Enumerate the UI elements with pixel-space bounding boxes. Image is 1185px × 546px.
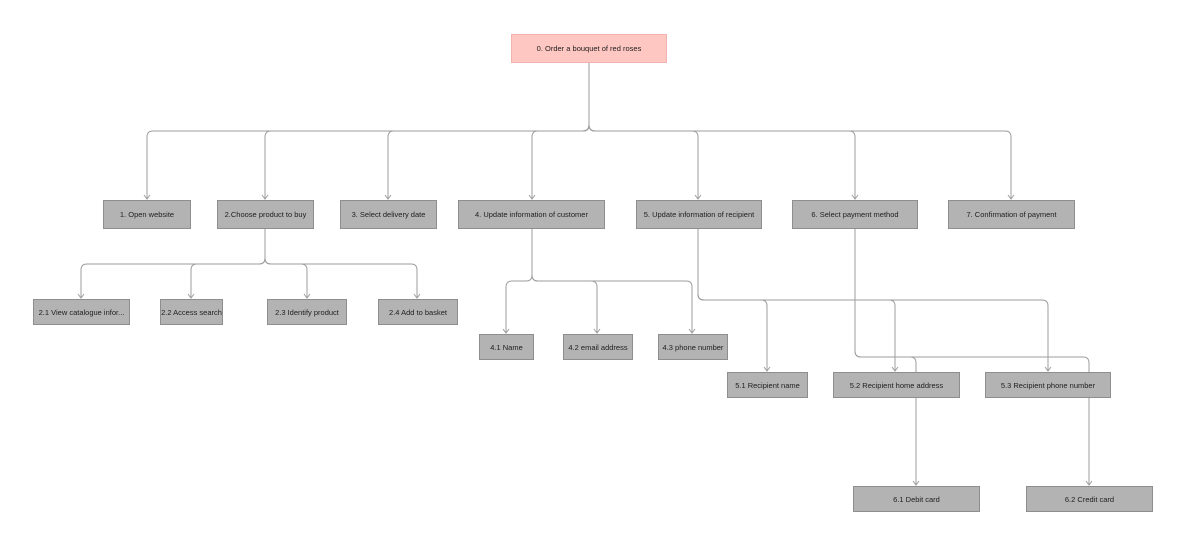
node-2-4-add-to-basket[interactable]: 2.4 Add to basket bbox=[378, 299, 458, 325]
connector-n5-n53-arrowhead bbox=[1044, 366, 1052, 372]
connector-n4-n41-arrowhead bbox=[502, 328, 510, 334]
node-7-confirmation[interactable]: 7. Confirmation of payment bbox=[948, 200, 1075, 229]
connector-n4-n43 bbox=[531, 229, 693, 333]
connector-n2-n24-arrowhead bbox=[413, 293, 421, 299]
connector-n4-n42-arrowhead bbox=[593, 328, 601, 334]
node-4-3-phone-number[interactable]: 4.3 phone number bbox=[658, 334, 728, 360]
connector-root-n7 bbox=[588, 63, 1012, 199]
node-6-2-credit-card[interactable]: 6.2 Credit card bbox=[1026, 486, 1153, 512]
connector-n2-n22-arrowhead bbox=[187, 293, 195, 299]
node-3-select-delivery-date[interactable]: 3. Select delivery date bbox=[340, 200, 437, 229]
connector-n6-n62-arrowhead bbox=[1085, 480, 1093, 486]
connector-n4-n41 bbox=[505, 229, 533, 333]
node-2-3-identify-product[interactable]: 2.3 Identify product bbox=[267, 299, 347, 325]
connector-n5-n53 bbox=[697, 229, 1049, 371]
node-5-update-recipient[interactable]: 5. Update information of recipient bbox=[636, 200, 762, 229]
connector-root-n7-arrowhead bbox=[1007, 194, 1015, 200]
node-6-1-debit-card[interactable]: 6.1 Debit card bbox=[853, 486, 980, 512]
connector-n6-n61-arrowhead bbox=[912, 480, 920, 486]
connector-n2-n21-arrowhead bbox=[77, 293, 85, 299]
node-5-1-recipient-name[interactable]: 5.1 Recipient name bbox=[727, 372, 808, 398]
node-5-2-recipient-home-address[interactable]: 5.2 Recipient home address bbox=[833, 372, 960, 398]
node-2-choose-product[interactable]: 2.Choose product to buy bbox=[217, 200, 314, 229]
connector-n5-n51-arrowhead bbox=[763, 366, 771, 372]
node-4-2-email-address[interactable]: 4.2 email address bbox=[563, 334, 633, 360]
connector-n5-n52-arrowhead bbox=[891, 366, 899, 372]
node-6-select-payment[interactable]: 6. Select payment method bbox=[792, 200, 918, 229]
connector-root-n4 bbox=[531, 63, 590, 199]
node-root[interactable]: 0. Order a bouquet of red roses bbox=[511, 34, 667, 63]
connector-n2-n24 bbox=[264, 229, 418, 298]
connector-n2-n23-arrowhead bbox=[303, 293, 311, 299]
connector-root-n1-arrowhead bbox=[143, 194, 151, 200]
node-2-1-view-catalogue[interactable]: 2.1 View catalogue infor... bbox=[33, 299, 130, 325]
node-2-2-access-search[interactable]: 2.2 Access search bbox=[160, 299, 223, 325]
connector-root-n6-arrowhead bbox=[851, 194, 859, 200]
connector-root-n4-arrowhead bbox=[528, 194, 536, 200]
connector-root-n3-arrowhead bbox=[384, 194, 392, 200]
node-5-3-recipient-phone-number[interactable]: 5.3 Recipient phone number bbox=[985, 372, 1111, 398]
node-4-update-customer[interactable]: 4. Update information of customer bbox=[458, 200, 605, 229]
connector-n6-n62 bbox=[854, 229, 1090, 485]
node-4-1-name[interactable]: 4.1 Name bbox=[479, 334, 534, 360]
connector-n2-n22 bbox=[190, 229, 266, 298]
connector-n4-n43-arrowhead bbox=[688, 328, 696, 334]
connector-root-n2-arrowhead bbox=[261, 194, 269, 200]
connector-root-n5-arrowhead bbox=[694, 194, 702, 200]
node-1-open-website[interactable]: 1. Open website bbox=[103, 200, 191, 229]
